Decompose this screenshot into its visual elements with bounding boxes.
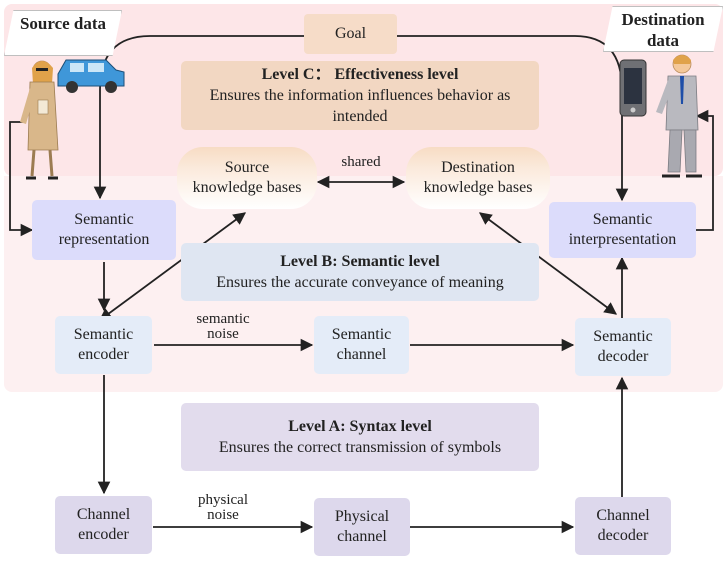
kb-dest-line1: Destination bbox=[441, 159, 515, 176]
interp-line2: interpresentation bbox=[568, 231, 677, 248]
semantic-channel-box: Semantic channel bbox=[314, 316, 409, 374]
level-c-title: Level C： Effectiveness level bbox=[261, 66, 459, 83]
ch-dec-line1: Channel bbox=[596, 507, 650, 524]
kb-source-line1: Source bbox=[224, 159, 270, 176]
phy-ch-line1: Physical bbox=[334, 508, 390, 525]
channel-decoder-box: Channel decoder bbox=[575, 497, 671, 555]
semantic-encoder-box: Semantic encoder bbox=[55, 316, 152, 374]
ch-enc-line2: encoder bbox=[78, 526, 129, 543]
source-person-icon bbox=[20, 60, 59, 180]
sem-enc-line2: encoder bbox=[78, 346, 129, 363]
level-b-title: Level B: Semantic level bbox=[280, 253, 440, 270]
semantic-noise-line2: noise bbox=[207, 326, 239, 342]
physical-noise-line1: physical bbox=[198, 492, 248, 508]
sem-ch-line2: channel bbox=[336, 346, 387, 363]
level-a-description: Ensures the correct transmission of symb… bbox=[218, 439, 502, 456]
level-a-title: Level A: Syntax level bbox=[288, 418, 432, 435]
semantic-noise-label: semantic noise bbox=[178, 312, 268, 342]
physical-noise-line2: noise bbox=[207, 507, 239, 523]
level-b-description: Ensures the accurate conveyance of meani… bbox=[216, 274, 504, 291]
sem-ch-line1: Semantic bbox=[331, 326, 392, 343]
physical-noise-label: physical noise bbox=[178, 493, 268, 523]
source-data-tag: Source data bbox=[4, 10, 122, 56]
ch-dec-line2: decoder bbox=[597, 527, 649, 544]
interp-line1: Semantic bbox=[592, 211, 653, 228]
physical-channel-box: Physical channel bbox=[314, 498, 410, 556]
semantic-noise-line1: semantic bbox=[196, 311, 250, 327]
destination-feedback-arrow bbox=[695, 109, 714, 231]
ch-enc-line1: Channel bbox=[76, 506, 131, 523]
rep-line2: representation bbox=[58, 231, 150, 248]
car-icon bbox=[57, 59, 125, 93]
sem-dec-line2: decoder bbox=[597, 348, 649, 365]
semantic-representation-box: Semantic representation bbox=[32, 200, 176, 260]
sem-dec-line1: Semantic bbox=[593, 328, 653, 345]
level-c-box: Level C： Effectiveness level Ensures the… bbox=[181, 61, 539, 130]
kb-source-line2: knowledge bases bbox=[192, 179, 302, 196]
level-a-box: Level A: Syntax level Ensures the correc… bbox=[181, 403, 539, 471]
goal-box: Goal bbox=[304, 14, 397, 54]
shared-label: shared bbox=[341, 154, 381, 170]
semantic-interpretation-box: Semantic interpresentation bbox=[549, 202, 696, 258]
sem-enc-line1: Semantic bbox=[73, 326, 134, 343]
rep-line1: Semantic bbox=[74, 211, 134, 228]
level-b-box: Level B: Semantic level Ensures the accu… bbox=[181, 243, 539, 301]
destination-knowledge-base: Destination knowledge bases bbox=[406, 147, 550, 209]
phy-ch-line2: channel bbox=[337, 528, 387, 545]
destination-person-icon bbox=[656, 54, 702, 178]
source-knowledge-base: Source knowledge bases bbox=[177, 147, 317, 209]
destination-data-tag: Destination data bbox=[603, 6, 723, 52]
level-c-description: Ensures the information influences behav… bbox=[209, 87, 511, 125]
encoder-kb-arrow bbox=[98, 212, 247, 321]
kb-dest-line2: knowledge bases bbox=[423, 179, 533, 196]
phone-icon bbox=[619, 59, 647, 117]
decoder-kb-arrow bbox=[478, 212, 618, 315]
semantic-decoder-box: Semantic decoder bbox=[575, 318, 671, 376]
channel-encoder-box: Channel encoder bbox=[55, 496, 152, 554]
source-feedback-arrow bbox=[9, 121, 34, 237]
